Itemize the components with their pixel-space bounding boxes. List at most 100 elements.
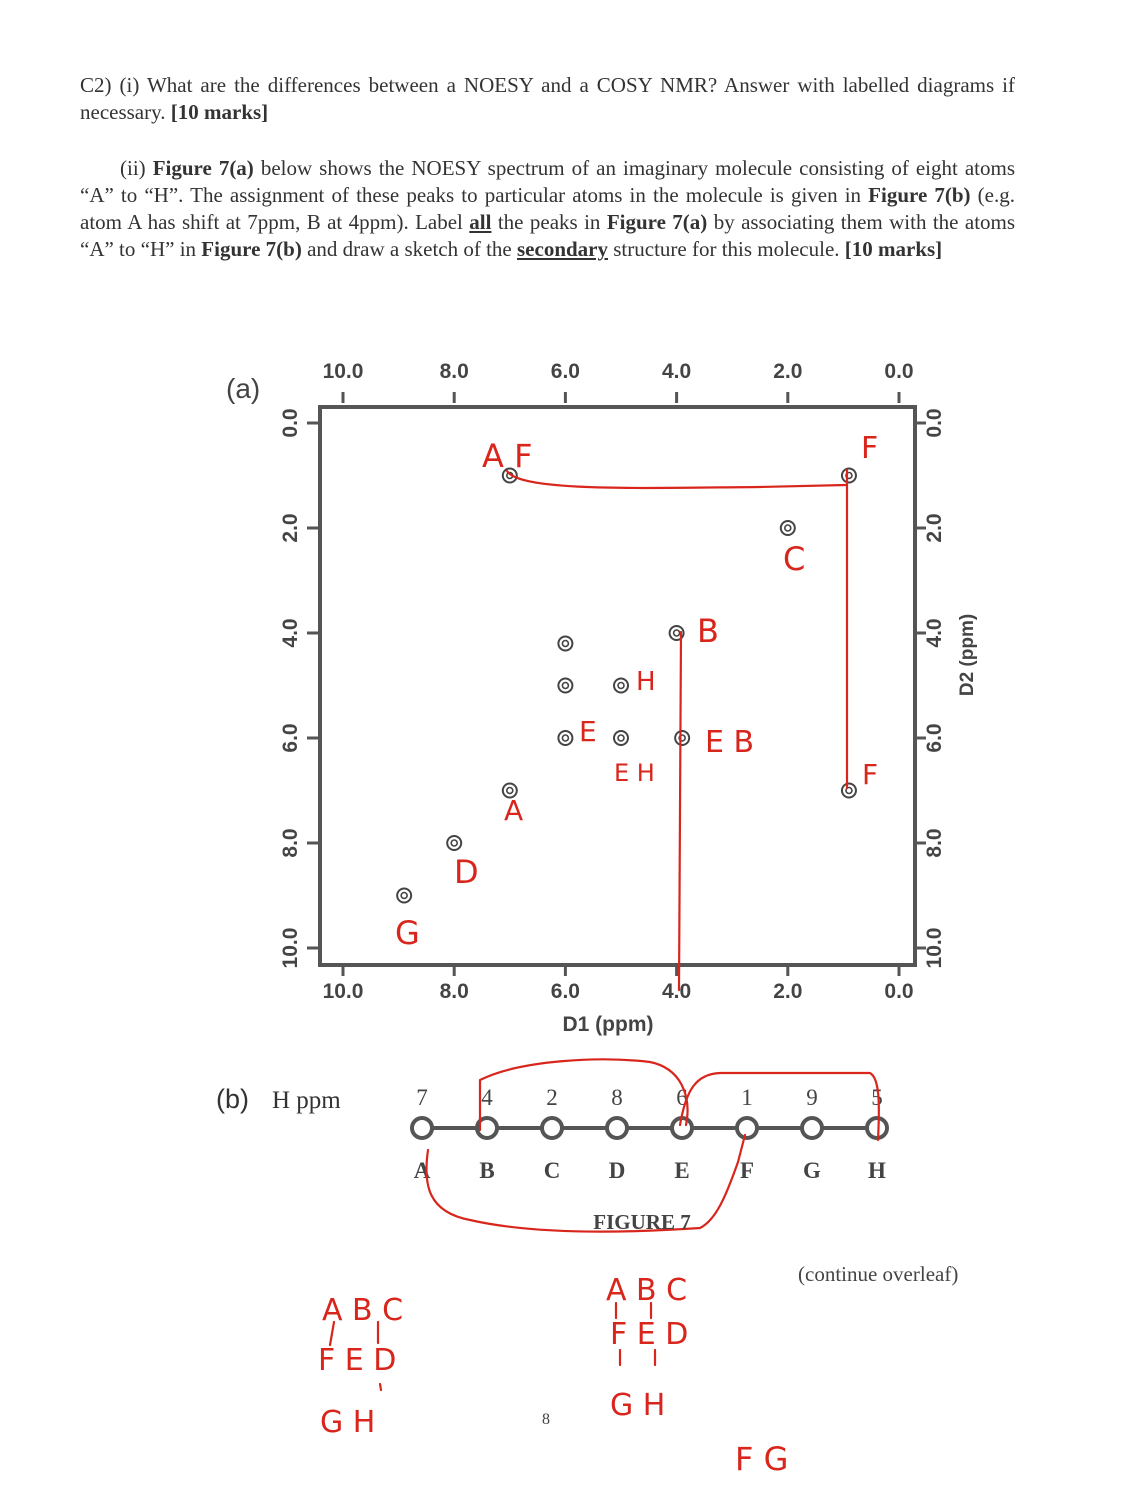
noesy-peaks: [396, 467, 857, 904]
hw-label-g: G: [395, 914, 420, 952]
panel-a-label: (a): [226, 373, 260, 404]
chain-ppm-label: 1: [741, 1085, 753, 1110]
part2-text-5: and draw a sketch of the: [307, 237, 512, 261]
hw-sketch1-row3: G H: [320, 1405, 375, 1440]
y-ticks-right: 0.02.04.06.08.010.0: [915, 408, 946, 968]
peak-inner-ring: [505, 786, 514, 795]
noesy-peak: [613, 730, 629, 746]
part1-text: What are the differences between a NOESY…: [80, 73, 1015, 124]
peak-inner-ring: [561, 639, 570, 648]
fig7a-ref-2: Figure 7(a): [606, 210, 708, 234]
y-tick-right-label: 4.0: [923, 618, 946, 647]
question-part-1: C2) (i) What are the differences between…: [80, 72, 1015, 126]
hw-bracket-a-f: [425, 1133, 747, 1233]
hw-bracket-b-e: [478, 1058, 689, 1132]
peak-inner-ring: [678, 734, 686, 742]
x-tick-bottom-label: 8.0: [440, 980, 469, 1003]
y-tick-right-label: 0.0: [923, 408, 946, 437]
handwritten-lines: [505, 468, 849, 992]
panel-b-label: (b): [216, 1084, 249, 1114]
chain-ppm-label: 6: [676, 1085, 688, 1110]
chain-atom-label: G: [803, 1158, 821, 1183]
y-tick-left-label: 10.0: [279, 928, 302, 969]
x-tick-top-label: 0.0: [884, 360, 913, 383]
hw-label-d: D: [454, 853, 479, 891]
chain-atom-node: [605, 1116, 629, 1140]
x-axis-label: D1 (ppm): [563, 1013, 654, 1036]
hw-label-b: B: [697, 612, 719, 650]
y-tick-left-label: 2.0: [279, 513, 302, 542]
hw-sketch2-row1: A B C: [606, 1273, 687, 1308]
peak-inner-ring: [561, 681, 570, 690]
plot-frame: [318, 405, 917, 967]
panel-b-title: H ppm: [272, 1087, 341, 1114]
x-tick-top-label: 8.0: [440, 360, 469, 383]
noesy-peak: [557, 730, 574, 746]
hw-sketch2-bonds: [614, 1301, 657, 1367]
hw-bracket-e-h: [678, 1071, 880, 1142]
peak-outer-ring: [840, 782, 857, 799]
all-emphasis: all: [469, 210, 492, 234]
question-part-2: (ii) Figure 7(a) below shows the NOESY s…: [80, 155, 1015, 263]
hw-line-af: [505, 469, 848, 490]
hw-sketch1-row1: A B C: [322, 1293, 403, 1328]
peak-outer-ring: [668, 625, 685, 641]
y-tick-right-label: 2.0: [923, 513, 946, 542]
chain-ppm-label: 4: [481, 1085, 493, 1110]
hw-label-f2: F: [862, 758, 878, 791]
noesy-peak: [396, 887, 413, 904]
fig7b-ref-2: Figure 7(b): [201, 237, 302, 261]
part2-text-4: by associating them with the atoms “A” t…: [80, 210, 1016, 261]
hw-sketch2-row3: G H: [610, 1388, 665, 1423]
figure-caption: FIGURE 7: [593, 1210, 690, 1234]
chain-handwritten: [425, 1058, 880, 1233]
noesy-peak: [668, 625, 685, 641]
fig7a-ref: Figure 7(a): [152, 156, 254, 180]
y-tick-left-label: 6.0: [279, 723, 302, 752]
peak-outer-ring: [674, 730, 691, 746]
y-tick-right-label: 8.0: [923, 828, 946, 857]
y-ticks-left: 0.02.04.06.08.010.0: [279, 408, 318, 968]
hw-label-e: E: [579, 715, 597, 748]
x-tick-bottom-label: 6.0: [551, 980, 580, 1003]
peak-inner-ring: [450, 839, 459, 847]
peak-outer-ring: [613, 677, 629, 694]
peak-outer-ring: [446, 835, 463, 851]
hw-label-eh: E H: [614, 759, 655, 787]
chain-atom-label: B: [479, 1158, 494, 1183]
part2-text-1: below shows the NOESY spectrum of an ima…: [80, 156, 1016, 207]
hw-sketch-1: A B C F E D G H: [318, 1293, 403, 1440]
chain-ppm-label: 8: [611, 1085, 623, 1110]
y-tick-right-label: 6.0: [923, 723, 946, 752]
hw-label-a: A: [504, 794, 523, 827]
noesy-peak: [840, 467, 857, 484]
chain-atom-node: [735, 1116, 759, 1140]
peak-outer-ring: [557, 730, 574, 746]
noesy-peak: [557, 677, 574, 694]
secondary-emphasis: secondary: [517, 237, 608, 261]
peak-inner-ring: [561, 734, 570, 742]
chain-atom-node: [410, 1116, 434, 1140]
peak-outer-ring: [557, 635, 574, 652]
part2-text-2: (e.g. atom A has shift at 7ppm, B at 4pp…: [80, 183, 1015, 234]
noesy-peak: [557, 635, 574, 652]
fig7b-ref: Figure 7(b): [868, 183, 971, 207]
y-tick-left-label: 8.0: [279, 828, 302, 857]
peak-inner-ring: [617, 734, 625, 742]
hw-label-c: C: [783, 540, 805, 578]
peak-inner-ring: [845, 786, 853, 795]
hw-label-f1: F: [861, 431, 878, 466]
continue-overleaf: (continue overleaf): [798, 1262, 958, 1286]
noesy-peak: [446, 835, 463, 851]
hw-label-h: H: [636, 667, 656, 697]
peak-outer-ring: [840, 467, 857, 484]
hw-sketch1-row2: F E D: [318, 1343, 396, 1378]
x-tick-bottom-label: 10.0: [323, 980, 364, 1003]
chain-atom-label: E: [674, 1158, 689, 1183]
chain-atom-label: D: [609, 1158, 626, 1183]
part2-label: (ii): [120, 156, 146, 180]
handwritten-labels: A F F C B H E E B E H A F D G: [395, 431, 878, 952]
